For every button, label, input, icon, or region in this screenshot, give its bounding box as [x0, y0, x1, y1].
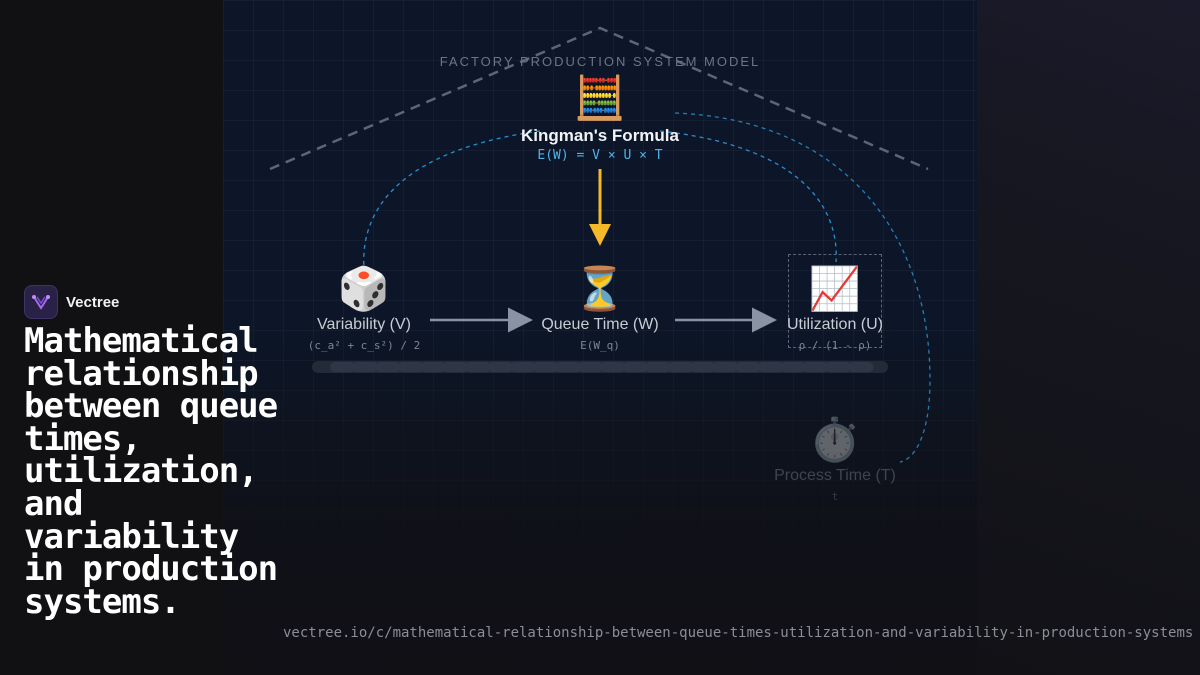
queue-time-formula: E(W_q) [580, 339, 620, 352]
brand: Vectree [24, 285, 119, 319]
diagram-panel [223, 0, 977, 675]
conveyor-roller [487, 362, 514, 372]
kingman-formula-title: Kingman's Formula [520, 126, 679, 145]
conveyor-roller [825, 362, 851, 372]
conveyor-roller [577, 362, 604, 372]
utilization-label: Utilization (U) [786, 316, 883, 333]
conveyor-roller [532, 362, 559, 372]
dice-icon: 🎲 [337, 265, 391, 312]
conveyor-roller [555, 362, 581, 372]
connector-kingman-process-time [674, 112, 931, 463]
conveyor-roller [375, 362, 401, 372]
queue-time-label: Queue Time (W) [541, 316, 659, 333]
conveyor-roller [420, 362, 446, 372]
conveyor-roller [847, 362, 874, 372]
conveyor-roller [352, 362, 379, 372]
abacus-icon: 🧮 [573, 74, 627, 121]
kingman-formula-expression: E(W) = V × U × T [537, 148, 663, 163]
hourglass-icon: ⏳ [573, 265, 627, 312]
connector-kingman-variability [363, 130, 541, 269]
conveyor-roller [622, 362, 649, 372]
utilization-formula: ρ / (1 - ρ) [798, 339, 872, 352]
utilization-highlight-box [788, 254, 882, 348]
page-title: Mathematical relationship between queue … [24, 321, 278, 622]
right-background [977, 0, 1200, 675]
conveyor-roller [330, 362, 356, 372]
process-time-formula: t [831, 490, 839, 503]
stopwatch-icon: ⏱️ [808, 416, 862, 463]
conveyor-roller [465, 362, 491, 372]
conveyor-roller [712, 362, 739, 372]
conveyor-roller [780, 362, 806, 372]
left-background [0, 0, 223, 675]
chart-increasing-icon: 📈 [808, 265, 862, 312]
conveyor-roller [645, 362, 671, 372]
conveyor-roller [757, 362, 784, 372]
conveyor-roller [802, 362, 829, 372]
process-time-label: Process Time (T) [774, 467, 896, 484]
variability-label: Variability (V) [317, 316, 411, 333]
variability-formula: (c_a² + c_s²) / 2 [307, 339, 421, 352]
panel-fade-overlay [223, 315, 977, 675]
brand-name: Vectree [66, 293, 120, 311]
conveyor-roller [397, 362, 424, 372]
model-title: FACTORY PRODUCTION SYSTEM MODEL [439, 54, 761, 69]
kingman-down-arrow-head [589, 224, 611, 246]
conveyor-belt [312, 361, 888, 373]
conveyor-roller [690, 362, 716, 372]
conveyor-roller [735, 362, 761, 372]
page-url[interactable]: vectree.io/c/mathematical-relationship-b… [283, 625, 1194, 641]
factory-roof-outline [269, 26, 929, 171]
vectree-logo-icon [24, 285, 58, 319]
conveyor-roller [442, 362, 469, 372]
conveyor-roller [510, 362, 536, 372]
conveyor-roller [600, 362, 626, 372]
conveyor-roller [667, 362, 694, 372]
